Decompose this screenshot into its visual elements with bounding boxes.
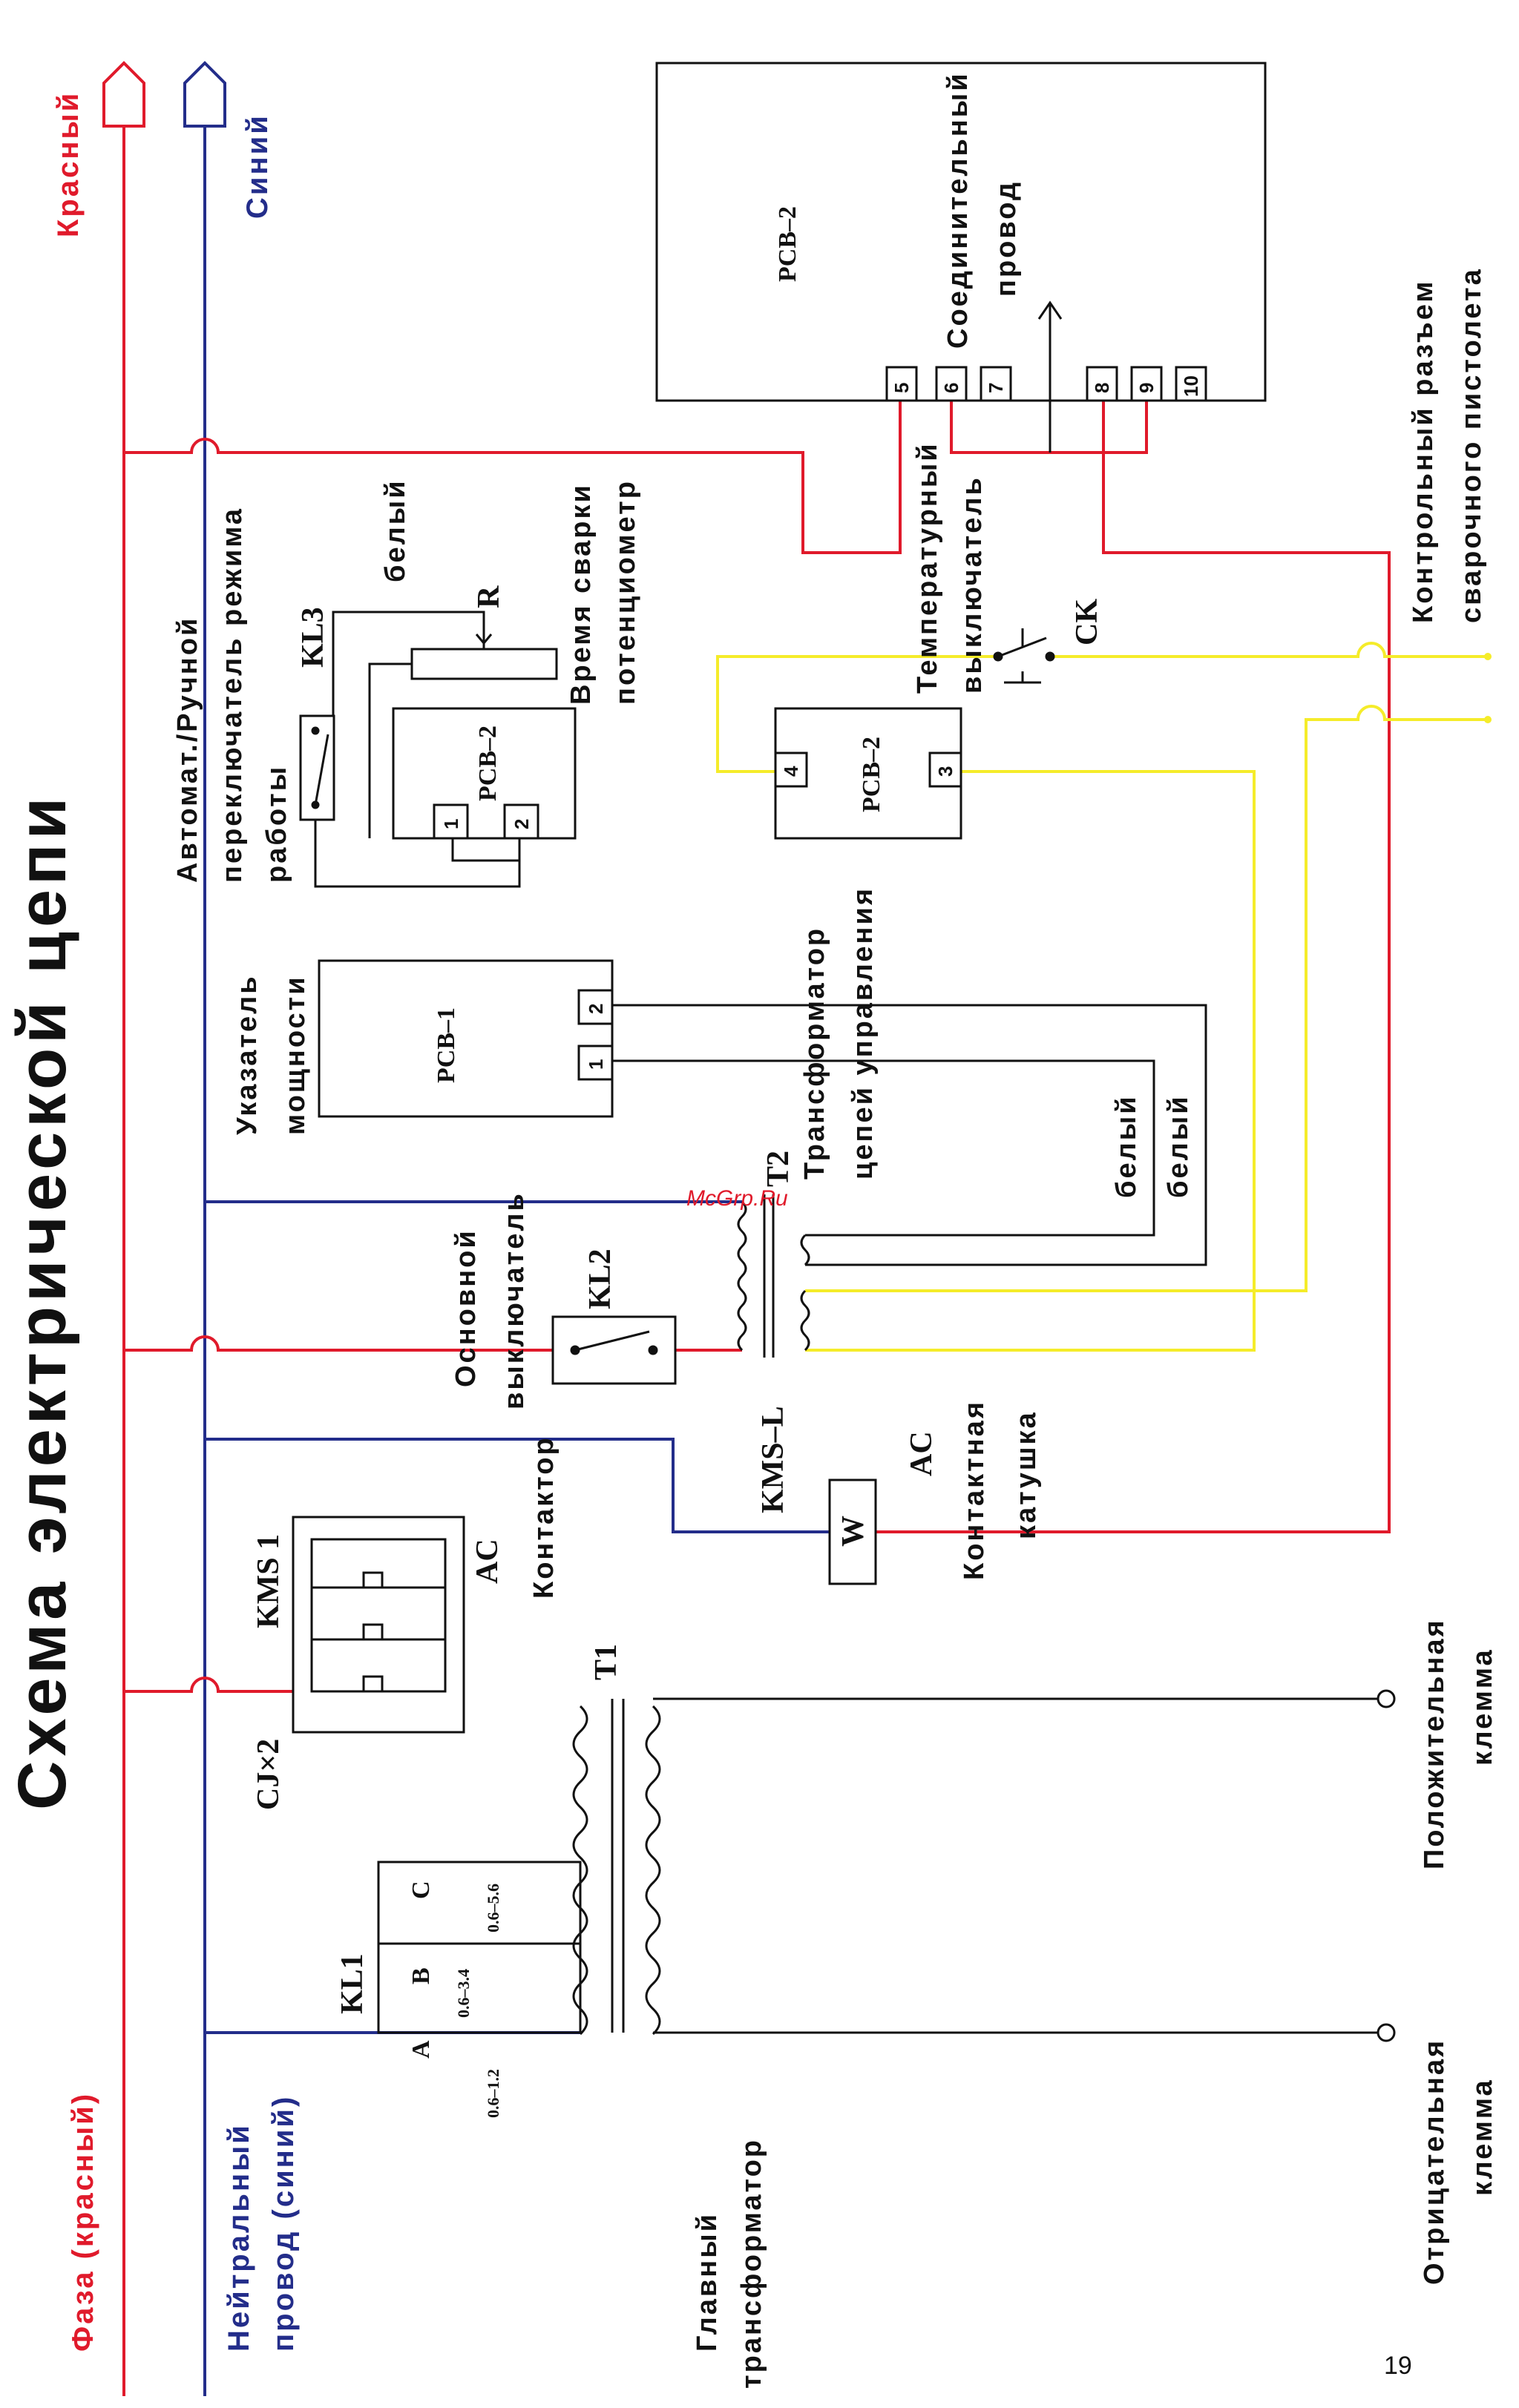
- main-switch-label-line1: Основной: [450, 1228, 482, 1387]
- thermal-switch-label-line2: выключатель: [957, 476, 988, 694]
- gun-connector-pin-1: [1484, 653, 1492, 660]
- phase-label: Фаза (красный): [67, 2092, 99, 2352]
- mode-switch-kl3: [299, 714, 335, 821]
- pcb2-main-pin-10: 10: [1180, 375, 1202, 397]
- contact-coil-label-line1: Контактная: [959, 1400, 990, 1580]
- tap-b-label: B: [407, 1967, 435, 1984]
- control-transformer-t2: [737, 1194, 810, 1358]
- contact-coil-label-line2: катушка: [1011, 1410, 1042, 1539]
- white-wire-label-1: белый: [1111, 1094, 1142, 1198]
- negative-terminal-label-line1: Отрицательная: [1419, 2039, 1450, 2285]
- pot-r-label: R: [472, 585, 506, 608]
- negative-terminal-label-line2: клемма: [1467, 2078, 1498, 2196]
- thermal-switch-label-line1: Температурный: [912, 441, 943, 694]
- main-transformer-label-line2: трансформатор: [736, 2138, 767, 2389]
- red-rail-label: Красный: [52, 91, 85, 237]
- pcb2-main-label: PCB–2: [774, 206, 801, 282]
- ck-label: CK: [1070, 599, 1104, 645]
- main-transformer-label-line1: Главный: [692, 2212, 723, 2352]
- thermal-switch-ck: [993, 628, 1055, 684]
- white-wire-label-3: белый: [380, 478, 411, 582]
- neutral-label-line1: Нейтральный: [223, 2123, 255, 2352]
- tap-a-label: A: [407, 2040, 435, 2059]
- mode-switch-label-line1: Автомат./Ручной: [172, 616, 203, 883]
- contactor-kms1: [292, 1516, 465, 1734]
- connecting-wire-label-line1: Соединительный: [942, 71, 974, 349]
- mode-switch-label-line2: переключатель режима: [217, 507, 248, 883]
- blue-rail-label: Синий: [241, 114, 274, 219]
- neutral-rail: [183, 61, 226, 2396]
- pcb2-main-pin-7: 7: [985, 383, 1007, 393]
- page-title: Схема электрической цепи: [4, 793, 80, 1810]
- gun-connector-label-line1: Контрольный разъем: [1408, 280, 1439, 623]
- weld-time-label-line1: Время сварки: [565, 483, 597, 705]
- watermark: McGrp.Ru: [686, 1186, 788, 1211]
- power-indicator-label-line2: мощности: [280, 975, 311, 1135]
- mode-switch-label-line3: работы: [261, 765, 292, 883]
- pcb2-mid-pin-3: 3: [934, 766, 957, 777]
- pcb2-mid-label: PCB–2: [858, 737, 885, 812]
- gun-connector-pin-2: [1484, 716, 1492, 723]
- pcb2-main-pin-6: 6: [940, 383, 962, 393]
- t2-label: T2: [761, 1151, 795, 1187]
- weld-time-potentiometer: [410, 616, 558, 680]
- gun-connector-label-line2: сварочного пистолета: [1456, 267, 1487, 623]
- cj-label: CJ×2: [252, 1739, 286, 1810]
- white-wire-label-2: белый: [1163, 1094, 1194, 1198]
- pcb2-mid-board: [774, 707, 962, 840]
- pcb2-pot-board: [392, 707, 577, 840]
- coil-ac-label: AC: [905, 1431, 939, 1476]
- main-switch-kl2: [551, 1315, 677, 1385]
- neutral-label-line2: провод (синий): [267, 2095, 300, 2352]
- red-branches: [124, 401, 1391, 1693]
- yellow-lines: [716, 642, 1488, 1352]
- pcb1-board: [318, 959, 614, 1118]
- page-number: 19: [1384, 2352, 1412, 2380]
- pcb2-pot-label: PCB–2: [474, 726, 502, 801]
- pcb2-main-board: [655, 62, 1267, 402]
- pcb1-pin-2: 2: [585, 1004, 607, 1014]
- contactor-ac-label: AC: [470, 1539, 505, 1584]
- pcb2-main-pin-9: 9: [1135, 383, 1158, 393]
- range-c-label: 0.6–5.6: [484, 1884, 502, 1932]
- power-indicator-label-line1: Указатель: [232, 974, 263, 1135]
- coil-w-label: W: [836, 1516, 870, 1547]
- pcb2-pot-pin-2: 2: [511, 819, 533, 829]
- contact-coil-w: [828, 1478, 877, 1585]
- pcb1-pin-1: 1: [585, 1059, 607, 1070]
- pcb2-pot-pin-1: 1: [440, 819, 462, 829]
- range-b-label: 0.6–3.4: [454, 1969, 473, 2018]
- connecting-wire-label-line2: провод: [991, 180, 1022, 297]
- kl3-label: KL3: [296, 607, 330, 668]
- pcb2-mid-pin-4: 4: [780, 766, 802, 777]
- positive-terminal-label-line1: Положительная: [1419, 1618, 1450, 1869]
- positive-terminal-icon: [1377, 1689, 1396, 1708]
- tap-c-label: C: [407, 1881, 435, 1899]
- pcb2-main-pin-8: 8: [1091, 383, 1113, 393]
- positive-terminal-label-line2: клемма: [1467, 1648, 1498, 1766]
- kl1-tap-selector: KL1 A B C 0.6–1.2 0.6–3.4 0.6–5.6: [335, 1861, 582, 2118]
- pcb2-main-pin-5: 5: [890, 383, 913, 393]
- phase-rail: [102, 61, 145, 2396]
- kmsl-label: KMS–L: [756, 1406, 790, 1513]
- negative-terminal-icon: [1377, 2023, 1396, 2042]
- kl1-label: KL1: [335, 1953, 370, 2014]
- control-transformer-label-line1: Трансформатор: [799, 927, 830, 1180]
- contactor-label: Контактор: [528, 1435, 560, 1599]
- control-transformer-label-line2: цепей управления: [847, 886, 879, 1180]
- kms1-label: KMS 1: [252, 1534, 286, 1628]
- connecting-wire-arrow-icon: [1037, 300, 1063, 453]
- pcb1-label: PCB–1: [433, 1007, 460, 1083]
- kl2-label: KL2: [583, 1249, 617, 1309]
- main-transformer: [572, 1699, 661, 2036]
- main-switch-label-line2: выключатель: [499, 1191, 530, 1409]
- t1-label: T1: [589, 1644, 623, 1680]
- range-a-label: 0.6–1.2: [484, 2069, 502, 2118]
- weld-time-label-line2: потенциометр: [610, 479, 641, 705]
